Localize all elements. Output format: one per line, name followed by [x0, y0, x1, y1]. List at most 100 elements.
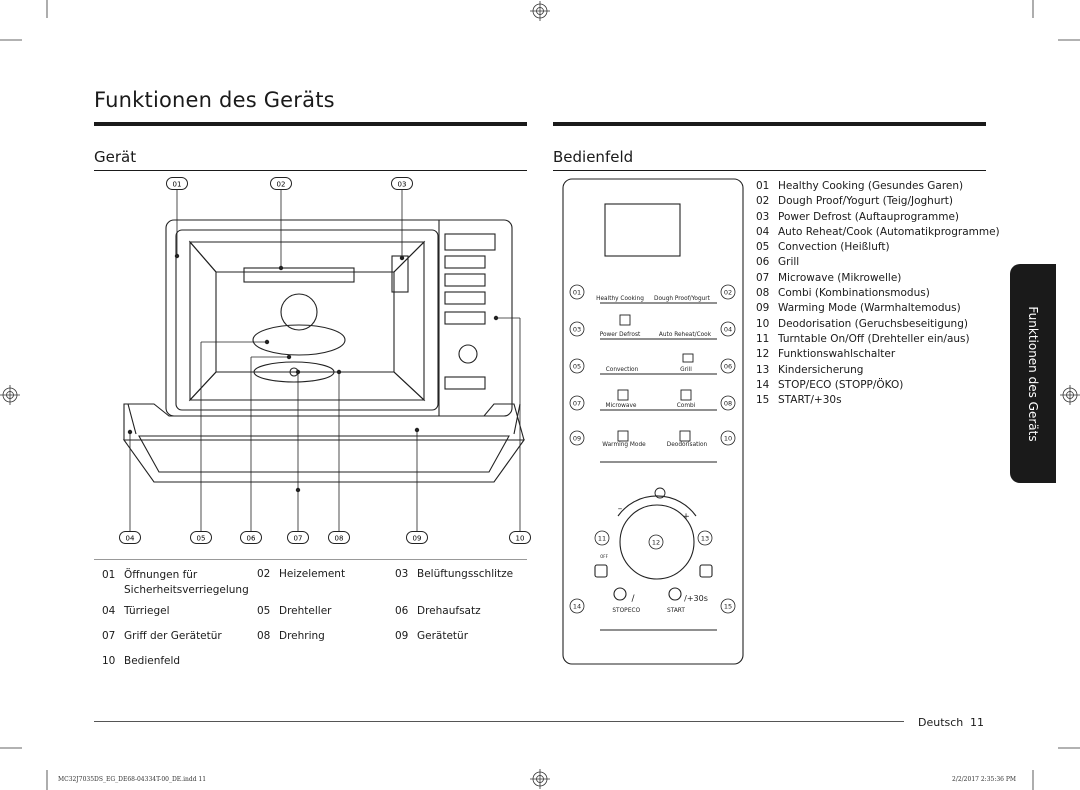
panel-badges: 01 02 03 04 05 06 07 08 09 10 11 12 13 1… — [569, 284, 736, 614]
callout-02: 02 — [270, 177, 292, 190]
device-legend-02: 02 Heizelement — [257, 568, 345, 580]
panel-badge-09: 09 — [569, 430, 585, 446]
legend-label: Heizelement — [279, 568, 346, 580]
dial-plus: + — [682, 512, 690, 522]
legend-num: 03 — [395, 568, 409, 580]
rule-device-legend — [94, 559, 527, 560]
callout-10: 10 — [509, 531, 531, 544]
panel-badge-02: 02 — [720, 284, 736, 300]
svg-text:10: 10 — [724, 435, 732, 443]
callout-05: 05 — [190, 531, 212, 544]
svg-text:06: 06 — [724, 363, 732, 371]
panel-badge-01: 01 — [569, 284, 585, 300]
legend-label: Belüftungsschlitze — [417, 568, 514, 580]
legend-num: 06 — [395, 605, 409, 617]
btn-grill: Grill — [680, 367, 692, 373]
svg-text:05: 05 — [573, 363, 581, 371]
legend-label: Drehaufsatz — [417, 605, 481, 617]
panel-badge-14: 14 — [569, 598, 585, 614]
callout-01: 01 — [166, 177, 188, 190]
callout-07: 07 — [287, 531, 309, 544]
legend-num: 02 — [257, 568, 271, 580]
legend-num: 05 — [257, 605, 271, 617]
legend-label: Bedienfeld — [124, 655, 181, 667]
btn-warming-mode: Warming Mode — [602, 442, 646, 448]
callout-09: 09 — [406, 531, 428, 544]
callout-06: 06 — [240, 531, 262, 544]
legend-label: Türriegel — [124, 605, 170, 617]
device-legend-03: 03 Belüftungsschlitze — [395, 568, 513, 580]
control-panel-illustration — [562, 178, 744, 665]
legend-label: Drehteller — [279, 605, 332, 617]
off-label: OFF — [600, 554, 608, 559]
callout-08: 08 — [328, 531, 350, 544]
chapter-side-tab[interactable]: Funktionen des Geräts — [1010, 264, 1056, 483]
rule-left-thin — [94, 170, 527, 171]
page-title: Funktionen des Geräts — [94, 88, 335, 112]
panel-badge-15: 15 — [720, 598, 736, 614]
print-slug-left: MC32J7035DS_EG_DE68-04334T-00_DE.indd 11 — [58, 776, 207, 783]
btn-deodorisation: Deodorisation — [667, 442, 708, 448]
callout-label: 07 — [294, 535, 303, 543]
btn-dough-proof: Dough Proof/Yogurt — [654, 296, 711, 302]
svg-text:12: 12 — [652, 539, 660, 547]
callout-label: 01 — [173, 181, 182, 189]
rule-right-thin — [553, 170, 986, 171]
svg-text:11: 11 — [598, 535, 606, 543]
btn-stop: STOP — [612, 608, 628, 614]
svg-text:08: 08 — [724, 400, 732, 408]
panel-badge-03: 03 — [569, 321, 585, 337]
device-heading: Gerät — [94, 148, 137, 166]
legend-label-2: Sicherheitsverriegelung — [124, 584, 249, 596]
btn-convection: Convection — [606, 367, 639, 373]
svg-text:09: 09 — [573, 435, 581, 443]
btn-combi: Combi — [677, 403, 696, 409]
callout-03: 03 — [391, 177, 413, 190]
legend-label: Drehring — [279, 630, 325, 642]
legend-num: 09 — [395, 630, 409, 642]
legend-num: 08 — [257, 630, 271, 642]
device-legend-05: 05 Drehteller — [257, 605, 331, 617]
microwave-illustration — [122, 190, 526, 537]
legend-label: Öffnungen für — [124, 569, 198, 581]
chapter-side-tab-label: Funktionen des Geräts — [1026, 306, 1040, 442]
callout-label: 05 — [197, 535, 206, 543]
svg-text:14: 14 — [573, 603, 581, 611]
panel-heading: Bedienfeld — [553, 148, 634, 166]
stop-eco-slash: / — [631, 594, 635, 604]
legend-num: 01 — [102, 569, 116, 581]
svg-text:02: 02 — [724, 289, 732, 297]
rule-right — [553, 122, 986, 126]
callout-label: 04 — [126, 535, 135, 543]
panel-badge-10: 10 — [720, 430, 736, 446]
callout-label: 08 — [335, 535, 344, 543]
callout-label: 02 — [277, 181, 286, 189]
callout-label: 06 — [247, 535, 256, 543]
svg-text:07: 07 — [573, 400, 581, 408]
callout-04: 04 — [119, 531, 141, 544]
panel-badge-12: 12 — [648, 534, 664, 550]
footer-page-number: 11 — [970, 716, 984, 729]
btn-power-defrost: Power Defrost — [600, 332, 641, 338]
callout-label: 10 — [516, 535, 525, 543]
footer-language: Deutsch — [918, 716, 964, 729]
panel-badge-04: 04 — [720, 321, 736, 337]
legend-num: 07 — [102, 630, 116, 642]
panel-badge-07: 07 — [569, 395, 585, 411]
